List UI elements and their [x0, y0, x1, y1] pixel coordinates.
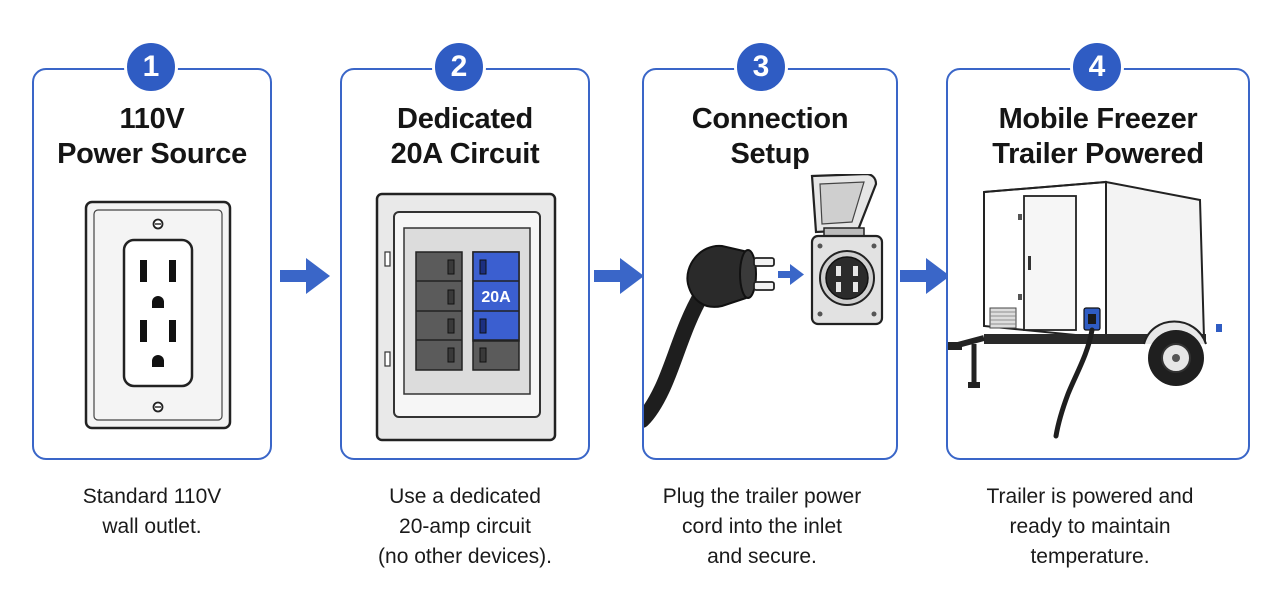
step-number-badge: 1 — [124, 40, 178, 94]
breaker-panel-icon: 20A — [375, 192, 557, 442]
step-number-badge: 3 — [734, 40, 788, 94]
wall-outlet-icon — [84, 200, 232, 430]
step-2: 2 Dedicated 20A Circuit 20A — [340, 40, 590, 460]
plug-inlet-icon — [644, 174, 884, 428]
step-caption: Use a dedicated 20-amp circuit (no other… — [378, 485, 552, 568]
step-caption: Trailer is powered and ready to maintain… — [986, 485, 1194, 568]
step-number-badge: 2 — [432, 40, 486, 94]
step-card: 110V Power Source — [32, 68, 272, 460]
step-card: Mobile Freezer Trailer Powered — [946, 68, 1250, 460]
step-3: 3 Connection Setup — [642, 40, 898, 460]
step-1: 1 110V Power Source — [32, 40, 272, 460]
arrow-right-icon — [280, 258, 330, 294]
step-card: Dedicated 20A Circuit 20A — [340, 68, 590, 460]
breaker-label: 20A — [481, 289, 511, 306]
step-title: Mobile Freezer Trailer Powered — [992, 103, 1204, 170]
arrow-right-icon — [900, 258, 950, 294]
step-card: Connection Setup — [642, 68, 898, 460]
step-caption: Plug the trailer power cord into the inl… — [662, 485, 862, 568]
step-4: 4 Mobile Freezer Trailer Powered — [946, 40, 1250, 460]
trailer-icon — [948, 180, 1222, 439]
step-caption: Standard 110V wall outlet. — [82, 485, 222, 538]
step-title: 110V Power Source — [57, 103, 247, 170]
step-title: Dedicated 20A Circuit — [390, 103, 540, 170]
step-number-badge: 4 — [1070, 40, 1124, 94]
arrow-right-icon — [594, 258, 644, 294]
step-title: Connection Setup — [691, 103, 849, 170]
